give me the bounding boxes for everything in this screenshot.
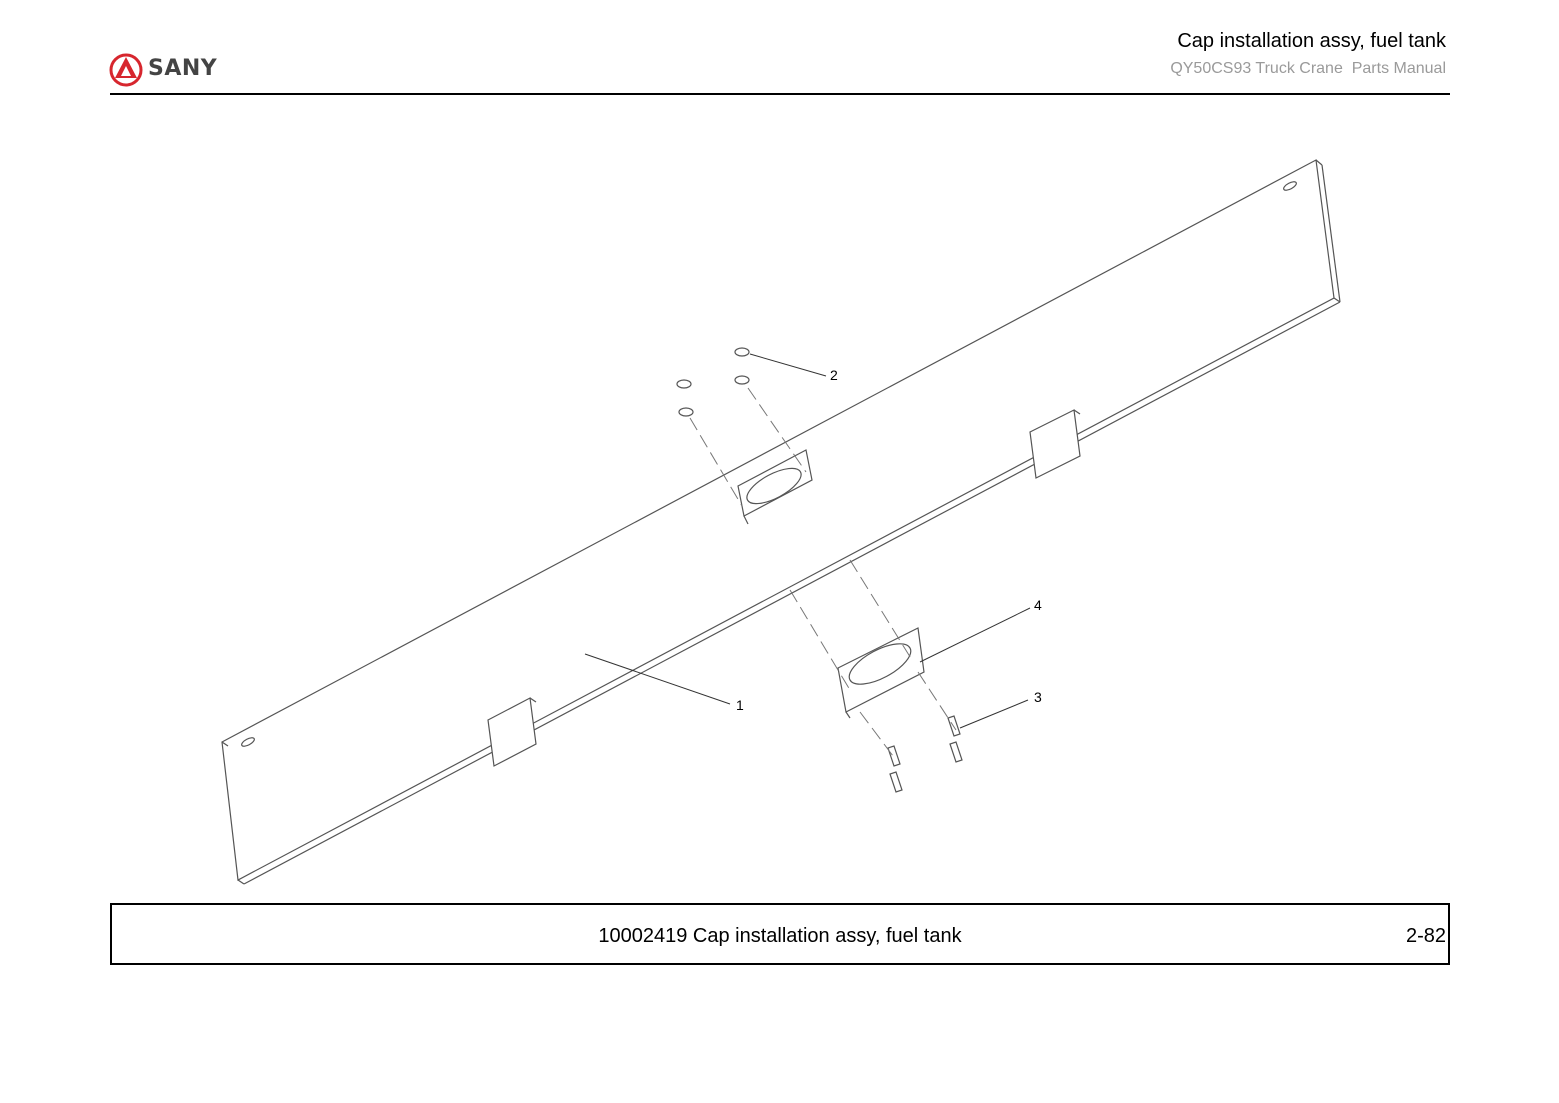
nuts <box>676 347 750 417</box>
caption-text: 10002419 Cap installation assy, fuel tan… <box>598 925 962 947</box>
callout-3: 3 <box>1034 689 1042 705</box>
callout-2: 2 <box>830 367 838 383</box>
callout-1: 1 <box>736 697 744 713</box>
fuel-cap-lower <box>837 627 925 719</box>
cover-plate <box>221 159 1341 885</box>
caption-box: 10002419 Cap installation assy, fuel tan… <box>110 903 1450 965</box>
header-divider <box>110 93 1450 95</box>
sany-logo: SANY <box>108 52 238 88</box>
leader-lines <box>584 353 1031 729</box>
logo-text: SANY <box>148 56 218 81</box>
page-number: 2-82 <box>1405 925 1446 947</box>
page-subtitle: QY50CS93 Truck Crane Parts Manual <box>1170 60 1446 77</box>
callout-4: 4 <box>1034 597 1042 613</box>
sany-logo-icon <box>109 53 143 87</box>
bolts <box>887 715 963 793</box>
page-title: Cap installation assy, fuel tank <box>1177 30 1446 52</box>
assembly-lines <box>689 387 957 761</box>
